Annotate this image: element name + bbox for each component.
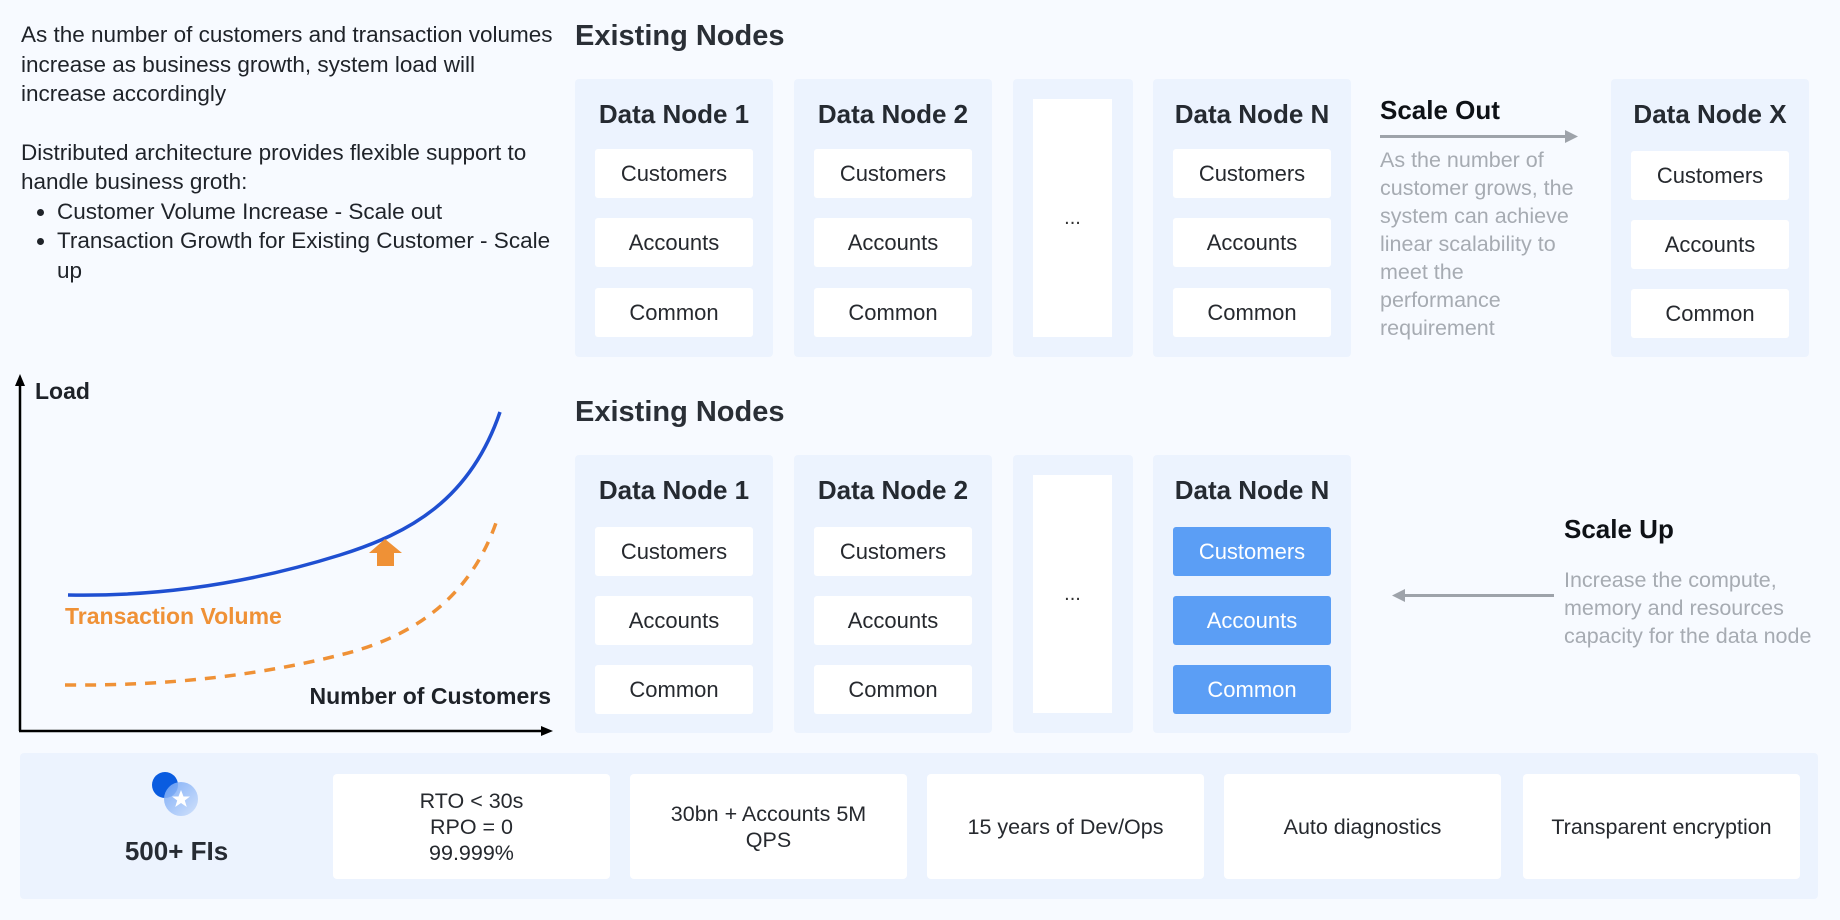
- accounts-cell: Accounts: [814, 218, 972, 267]
- existing-nodes-title-1: Existing Nodes: [575, 20, 785, 52]
- scale-up-arrowhead-icon: [1392, 589, 1405, 602]
- accounts-cell: Accounts: [814, 596, 972, 645]
- scale-out-arrowhead-icon: [1565, 130, 1578, 143]
- accounts-cell-highlighted: Accounts: [1173, 596, 1331, 645]
- increase-arrow-icon: [369, 539, 402, 566]
- node-title: Data Node N: [1174, 475, 1330, 505]
- intro-bullets: Customer Volume Increase - Scale out Tra…: [21, 197, 561, 286]
- ellipsis-node: ...: [1013, 455, 1133, 733]
- scale-up-arrow-icon: [1402, 594, 1554, 597]
- common-cell-highlighted: Common: [1173, 665, 1331, 714]
- customers-cell: Customers: [595, 527, 753, 576]
- load-chart: [15, 374, 553, 736]
- ellipsis-node: ...: [1013, 79, 1133, 357]
- ellipsis-text: ...: [1033, 99, 1112, 337]
- y-axis-label: Load: [35, 378, 90, 404]
- accounts-cell: Accounts: [1631, 220, 1789, 269]
- data-node-2: Data Node 2 Customers Accounts Common: [794, 79, 992, 357]
- metric-rto-rpo: RTO < 30s RPO = 0 99.999%: [333, 774, 610, 879]
- metric-accounts-qps: 30bn + Accounts 5M QPS: [630, 774, 907, 879]
- customers-cell-highlighted: Customers: [1173, 527, 1331, 576]
- node-title: Data Node 2: [817, 475, 969, 505]
- accounts-cell: Accounts: [595, 218, 753, 267]
- customers-star-icon: [152, 772, 198, 816]
- node-title: Data Node 1: [598, 99, 750, 129]
- data-node-1: Data Node 1 Customers Accounts Common: [575, 455, 773, 733]
- common-cell: Common: [814, 665, 972, 714]
- metric-devops-years: 15 years of Dev/Ops: [927, 774, 1204, 879]
- metric-auto-diagnostics: Auto diagnostics: [1224, 774, 1501, 879]
- customers-cell: Customers: [814, 149, 972, 198]
- scale-up-title: Scale Up: [1564, 514, 1674, 544]
- data-node-n-scaled: Data Node N Customers Accounts Common: [1153, 455, 1351, 733]
- customers-cell: Customers: [1173, 149, 1331, 198]
- intro-paragraph-1: As the number of customers and transacti…: [21, 22, 553, 106]
- x-axis: [19, 726, 553, 736]
- load-curve: [67, 411, 502, 597]
- common-cell: Common: [595, 665, 753, 714]
- ellipsis-text: ...: [1033, 475, 1112, 713]
- customers-cell: Customers: [814, 527, 972, 576]
- capabilities-panel: 500+ FIs RTO < 30s RPO = 0 99.999% 30bn …: [20, 753, 1818, 899]
- data-node-2: Data Node 2 Customers Accounts Common: [794, 455, 992, 733]
- bullet-scale-out: Customer Volume Increase - Scale out: [57, 197, 561, 227]
- bullet-scale-up: Transaction Growth for Existing Customer…: [57, 226, 561, 285]
- common-cell: Common: [595, 288, 753, 337]
- accounts-cell: Accounts: [595, 596, 753, 645]
- common-cell: Common: [814, 288, 972, 337]
- node-title: Data Node 2: [817, 99, 969, 129]
- transaction-volume-label: Transaction Volume: [65, 603, 282, 629]
- y-axis: [15, 374, 25, 731]
- customers-cell: Customers: [1631, 151, 1789, 200]
- scale-up-description: Increase the compute, memory and resourc…: [1564, 568, 1812, 648]
- fis-count-label: 500+ FIs: [124, 836, 229, 866]
- node-title: Data Node X: [1633, 99, 1787, 129]
- data-node-1: Data Node 1 Customers Accounts Common: [575, 79, 773, 357]
- x-axis-label: Number of Customers: [309, 683, 551, 709]
- scale-out-description: As the number of customer grows, the sys…: [1380, 148, 1574, 340]
- scale-out-arrow-icon: [1380, 135, 1568, 138]
- customers-cell: Customers: [595, 149, 753, 198]
- intro-text: As the number of customers and transacti…: [21, 20, 561, 285]
- common-cell: Common: [1173, 288, 1331, 337]
- intro-paragraph-2: Distributed architecture provides flexib…: [21, 139, 527, 195]
- metric-transparent-encryption: Transparent encryption: [1523, 774, 1800, 879]
- data-node-n: Data Node N Customers Accounts Common: [1153, 79, 1351, 357]
- node-title: Data Node 1: [598, 475, 750, 505]
- common-cell: Common: [1631, 289, 1789, 338]
- accounts-cell: Accounts: [1173, 218, 1331, 267]
- data-node-x: Data Node X Customers Accounts Common: [1611, 79, 1809, 357]
- existing-nodes-title-2: Existing Nodes: [575, 396, 785, 428]
- scale-out-title: Scale Out: [1380, 95, 1500, 125]
- node-title: Data Node N: [1174, 99, 1330, 129]
